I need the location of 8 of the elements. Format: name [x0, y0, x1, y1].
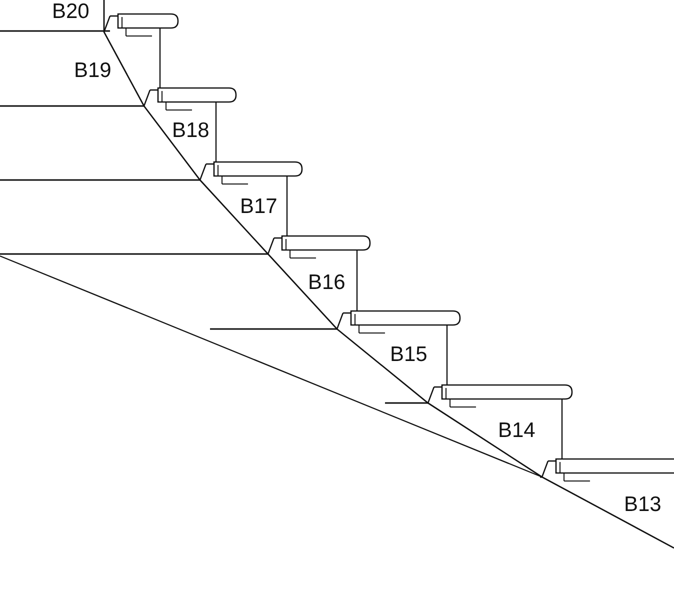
step-label: B16 [308, 272, 346, 293]
step-label: B15 [390, 344, 428, 365]
step-label: B19 [74, 60, 112, 81]
step-label: B18 [172, 120, 210, 141]
step-label: B14 [498, 420, 536, 441]
step-label: B20 [52, 1, 90, 22]
step-label: B17 [240, 196, 278, 217]
step-label: B13 [624, 494, 662, 515]
